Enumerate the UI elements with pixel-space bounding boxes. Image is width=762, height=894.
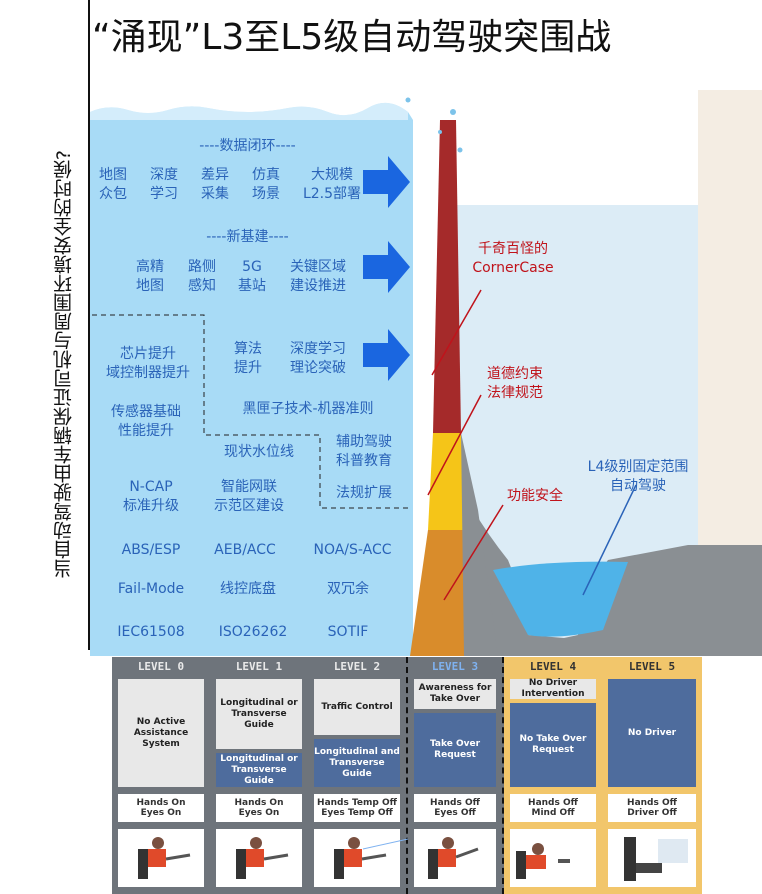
label-ethics-law: 道德约束法律规范: [487, 366, 543, 401]
level-3-box-top: Awareness for Take Over: [414, 679, 496, 709]
level-2-column: LEVEL 2 Traffic Control Longitudinal and…: [308, 657, 406, 894]
level-1-box-bottom: Longitudinal or Transverse Guide: [216, 753, 302, 787]
level-1-header: LEVEL 1: [235, 660, 283, 673]
item-simulation: 仿真场景: [252, 167, 280, 202]
level-4-box-top: No Driver Intervention: [510, 678, 596, 699]
item-map-crowdsource: 地图众包: [99, 167, 127, 202]
levels-panel: LEVEL 0 No Active Assistance System Hand…: [112, 657, 702, 894]
item-iec61508: IEC61508: [117, 624, 185, 640]
item-by-wire: 线控底盘: [220, 581, 276, 597]
driver-illustrations: [138, 837, 688, 881]
iceberg-diagram: [90, 90, 762, 656]
level-3-column: LEVEL 3 Awareness for Take Over Take Ove…: [406, 657, 504, 894]
item-deep-learning: 深度学习: [150, 167, 178, 202]
item-sotif: SOTIF: [327, 624, 369, 640]
level-2-box-bottom: Longitudinal and Transverse Guide: [314, 739, 400, 787]
item-sensor: 传感器基础性能提升: [111, 404, 181, 439]
item-noa-sacc: NOA/S-ACC: [313, 542, 392, 558]
item-algorithm: 算法提升: [234, 341, 262, 376]
driver-figure-2: [334, 837, 409, 879]
level-2-box-top: Traffic Control: [314, 679, 400, 735]
level-5-header: LEVEL 5: [628, 660, 676, 673]
vertical-axis-line: [88, 0, 90, 650]
vertical-question-label: 当自动驾驶由车辆保证司机与周围环境安全的时候?: [53, 150, 75, 579]
arrow-new-infra: [363, 241, 410, 293]
item-dl-theory: 深度学习理论突破: [290, 341, 346, 376]
label-functional-safety: 功能安全: [507, 488, 563, 504]
driver-figure-0: [138, 837, 191, 879]
item-aeb-acc: AEB/ACC: [214, 542, 276, 558]
item-assist-education: 辅助驾驶科普教育: [336, 434, 392, 469]
item-abs-esp: ABS/ESP: [121, 542, 181, 558]
level-3-box-bottom: Take Over Request: [414, 713, 496, 787]
peak-orange-layer: [410, 530, 465, 656]
label-l4-fixed-area: L4级别固定范围自动驾驶: [587, 459, 689, 494]
item-fail-mode: Fail-Mode: [117, 581, 185, 597]
section-new-infra: ----新基建----: [206, 229, 289, 245]
page-title: “涌现”L3至L5级自动驾驶突围战: [92, 17, 612, 58]
item-key-region: 关键区域建设推进: [290, 259, 346, 294]
peak-yellow-layer: [428, 433, 464, 530]
level-4-box-bottom: No Take Over Request: [510, 703, 596, 787]
arrow-algorithm: [363, 329, 410, 381]
item-law-expansion: 法规扩展: [336, 485, 392, 501]
level-4-header: LEVEL 4: [529, 660, 577, 673]
level-5-box: No Driver: [608, 679, 696, 787]
level-3-header: LEVEL 3: [431, 660, 479, 673]
driver-figure-4: [516, 843, 570, 879]
item-diff-collect: 差异采集: [201, 167, 229, 202]
level-0-column: LEVEL 0 No Active Assistance System Hand…: [112, 657, 210, 894]
item-hd-map: 高精地图: [136, 259, 164, 294]
item-roadside-sensing: 路侧感知: [188, 259, 216, 294]
item-iso26262: ISO26262: [218, 624, 288, 640]
item-chip: 芯片提升域控制器提升: [106, 346, 190, 381]
item-redundancy: 双冗余: [327, 581, 369, 597]
level-0-box: No Active Assistance System: [118, 679, 204, 787]
driver-figure-1: [236, 837, 289, 879]
item-iov-demo: 智能网联示范区建设: [214, 479, 284, 514]
driver-figure-3: [428, 837, 479, 879]
level-1-box-top: Longitudinal or Transverse Guide: [216, 679, 302, 749]
item-blackbox: 黑匣子技术-机器准则: [242, 401, 374, 417]
level-2-header: LEVEL 2: [333, 660, 381, 673]
seat-figure-5: [624, 837, 688, 881]
current-waterline-label: 现状水位线: [224, 444, 294, 460]
section-data-loop: ----数据闭环----: [199, 138, 296, 154]
level-0-header: LEVEL 0: [137, 660, 185, 673]
peak-red-layer: [433, 120, 461, 433]
arrow-data-loop: [363, 156, 410, 208]
